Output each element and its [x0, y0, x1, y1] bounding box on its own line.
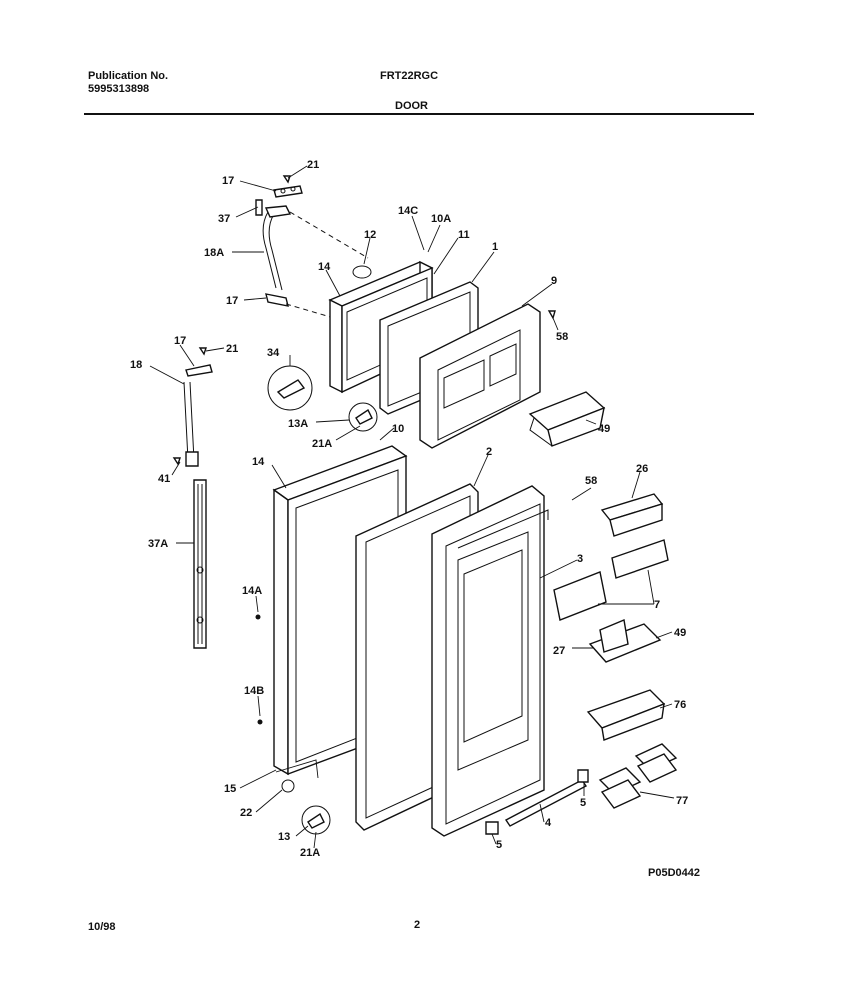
- figure-code: P05D0442: [648, 867, 700, 879]
- callout-label: 1: [492, 241, 498, 253]
- top-hinge-part: [273, 175, 303, 198]
- callout-label: 17: [222, 175, 234, 187]
- lower-hinge-detail-upper: [348, 402, 378, 432]
- callout-label: 49: [598, 423, 610, 435]
- publication-number: 5995313898: [88, 83, 150, 95]
- callout-label: 18A: [204, 247, 224, 259]
- callout-label: 14B: [244, 685, 264, 697]
- callout-label: 5: [580, 797, 586, 809]
- callout-label: 10: [392, 423, 404, 435]
- callout-label: 21A: [312, 438, 332, 450]
- callout-label: 5: [496, 839, 502, 851]
- callout-label: 14C: [398, 205, 418, 217]
- callout-label: 18: [130, 359, 142, 371]
- mid-handle-part: [183, 381, 195, 461]
- callout-label: 9: [551, 275, 557, 287]
- callout-label: 76: [674, 699, 686, 711]
- trim-bar-part: [504, 779, 588, 827]
- callout-label: 49: [674, 627, 686, 639]
- callout-label: 13A: [288, 418, 308, 430]
- upper-hinge-part: [265, 293, 289, 307]
- callout-labels: 21 17 37 18A 12 14C 10A 11 1 9 14 17 58 …: [130, 159, 688, 859]
- door-stop-pin-part: [255, 199, 263, 216]
- callout-label: 77: [676, 795, 688, 807]
- callout-label: 26: [636, 463, 648, 475]
- upper-door-panel: [328, 260, 434, 394]
- callout-label: 21: [307, 159, 319, 171]
- page-number: 2: [414, 919, 420, 931]
- callout-label: 10A: [431, 213, 451, 225]
- callout-label: 58: [585, 475, 597, 487]
- callout-label: 2: [486, 446, 492, 458]
- upper-handle-part: [262, 211, 283, 291]
- callout-label: 12: [364, 229, 376, 241]
- callout-label: 14: [252, 456, 265, 468]
- center-hinge-part: [185, 364, 213, 377]
- door-bin-small-b: [553, 571, 607, 621]
- callout-label: 13: [278, 831, 290, 843]
- footer-date: 10/98: [88, 921, 116, 933]
- callout-label: 58: [556, 331, 568, 343]
- callout-label: 14: [318, 261, 331, 273]
- model-number: FRT22RGC: [380, 70, 439, 82]
- lower-handle-part: [193, 479, 207, 649]
- callout-label: 37A: [148, 538, 168, 550]
- callout-label: 3: [577, 553, 583, 565]
- callout-label: 14A: [242, 585, 262, 597]
- egg-trays-part: [598, 743, 678, 809]
- callout-label: 21: [226, 343, 238, 355]
- callout-label: 7: [654, 599, 660, 611]
- callout-label: 17: [226, 295, 238, 307]
- publication-label: Publication No.: [88, 70, 169, 82]
- callout-label: 4: [545, 817, 552, 829]
- upper-door-bin: [528, 391, 606, 447]
- callout-label: 21A: [300, 847, 320, 859]
- callout-label: 17: [174, 335, 186, 347]
- leader-lines: [149, 165, 675, 849]
- door-bin-small-a: [611, 539, 669, 579]
- section-title: DOOR: [395, 100, 428, 112]
- upper-inner-liner: [419, 303, 541, 449]
- bushing-part: [281, 779, 295, 793]
- callout-label: 15: [224, 783, 236, 795]
- lower-inner-liner: [431, 485, 549, 837]
- callout-label: 27: [553, 645, 565, 657]
- callout-label: 37: [218, 213, 230, 225]
- callout-label: 11: [458, 229, 470, 241]
- header-rule: [84, 113, 754, 115]
- callout-label: 22: [240, 807, 252, 819]
- callout-label: 34: [267, 347, 280, 359]
- callout-label: 41: [158, 473, 170, 485]
